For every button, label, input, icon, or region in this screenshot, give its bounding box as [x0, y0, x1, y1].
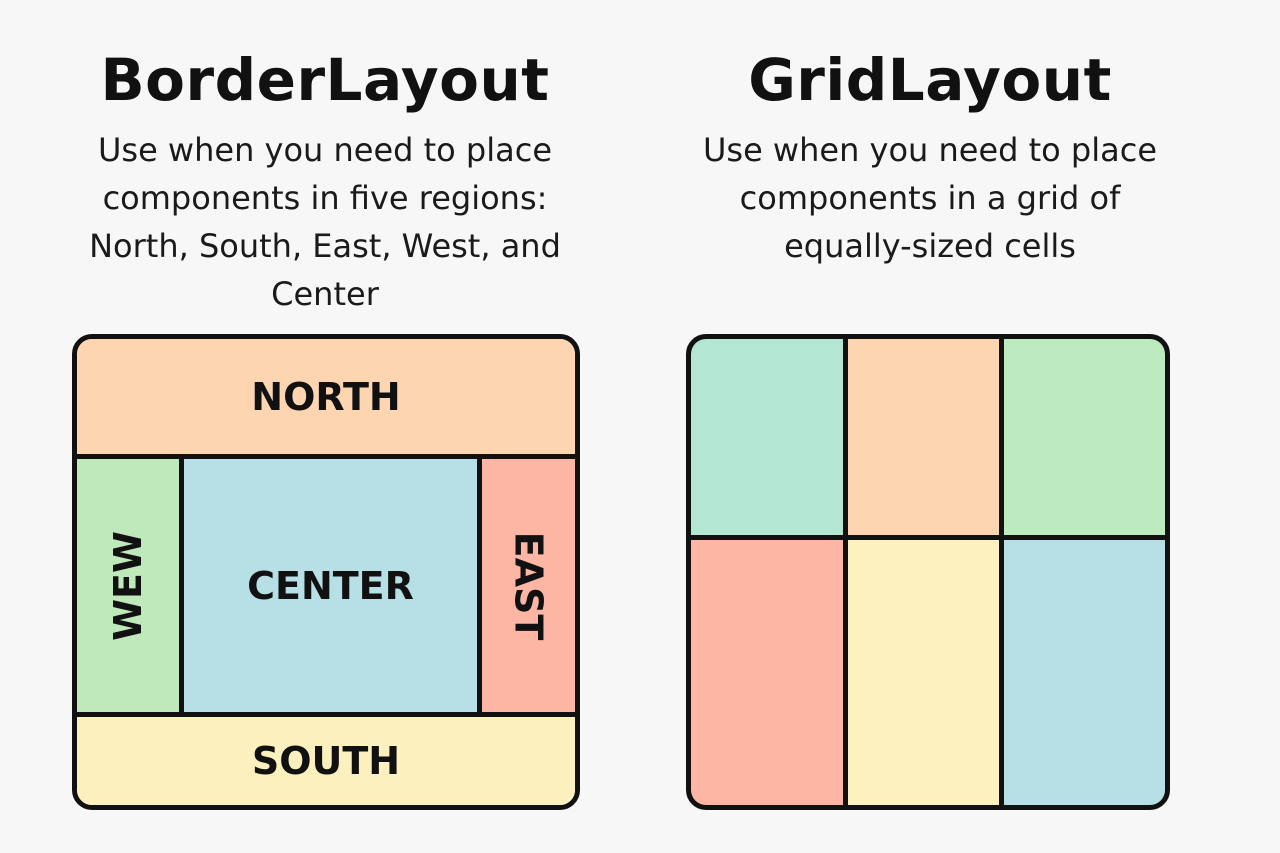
grid-cell-r2-c2: [848, 540, 999, 805]
grid-cell-r2-c3: [1004, 540, 1165, 805]
grid-cell-r2-c1: [691, 540, 843, 805]
east-region: EAST: [477, 459, 575, 712]
border-layout-description: Use when you need to place components in…: [89, 131, 561, 313]
grid-cell-r1-c3: [1004, 339, 1165, 535]
center-region: CENTER: [184, 459, 477, 712]
center-label: CENTER: [247, 563, 414, 608]
south-label: SOUTH: [251, 739, 401, 783]
north-region: NORTH: [77, 339, 575, 459]
grid-cell-r1-c1: [691, 339, 843, 535]
grid-cell-r1-c2: [848, 339, 999, 535]
west-label: WEW: [106, 530, 151, 641]
north-label: NORTH: [251, 374, 401, 419]
border-layout-title: BorderLayout: [100, 46, 550, 114]
grid-layout-diagram: [686, 334, 1170, 810]
grid-layout-description: Use when you need to place components in…: [702, 131, 1158, 265]
border-layout-diagram: NORTH WEW CENTER EAST SOUTH: [72, 334, 580, 810]
grid-layout-title: GridLayout: [748, 46, 1112, 114]
west-region: WEW: [77, 459, 184, 712]
east-label: EAST: [506, 531, 551, 640]
south-region: SOUTH: [77, 712, 575, 805]
